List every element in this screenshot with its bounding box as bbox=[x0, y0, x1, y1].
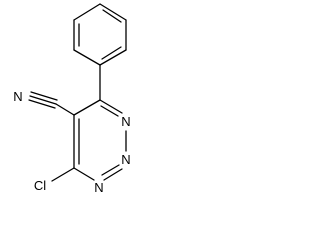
nitrile-group bbox=[28, 91, 75, 116]
pyrimidine-bond bbox=[99, 99, 123, 114]
pyrimidine-bond bbox=[103, 168, 123, 181]
chemical-structure-diagram: N N N N Cl bbox=[13, 3, 131, 195]
pyrimidine-bond bbox=[73, 99, 101, 116]
nitrile-nitrogen-label: N bbox=[13, 89, 22, 104]
phenyl-double-bond bbox=[102, 9, 122, 23]
chlorine-label: Cl bbox=[34, 178, 46, 193]
nitrile-triple-bond bbox=[29, 95, 57, 105]
nitrile-triple-bond bbox=[30, 91, 58, 101]
pyrimidine-bond bbox=[73, 167, 95, 181]
pyrimidine-nitrogen-lower-label: N bbox=[121, 152, 130, 167]
pyrimidine-double-bond bbox=[101, 164, 120, 176]
pyrimidine-ring bbox=[73, 99, 127, 181]
phenyl-bond bbox=[73, 3, 101, 21]
nitrile-triple-bond bbox=[28, 99, 56, 109]
nitrile-single-bond bbox=[55, 103, 75, 116]
phenyl-ring bbox=[73, 3, 127, 66]
phenyl-bond bbox=[73, 49, 101, 66]
pyrimidine-nitrogen-upper-label: N bbox=[121, 114, 130, 129]
chlorine-bond bbox=[51, 167, 75, 182]
pyrimidine-double-bond bbox=[100, 105, 119, 117]
phenyl-bond bbox=[99, 49, 127, 66]
pyrimidine-nitrogen-bottom-label: N bbox=[94, 180, 103, 195]
phenyl-bond bbox=[99, 3, 127, 21]
chemical-structure-canvas: N N N N Cl bbox=[0, 0, 154, 212]
phenyl-double-bond bbox=[101, 46, 122, 60]
